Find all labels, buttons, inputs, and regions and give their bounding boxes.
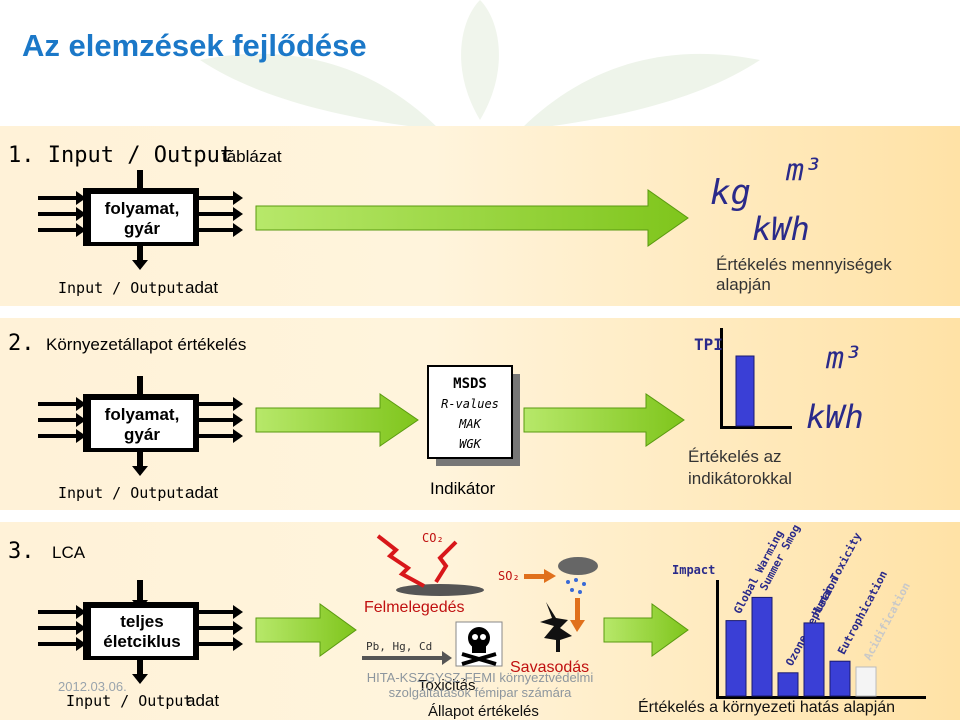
s2-num: 2. bbox=[8, 331, 35, 356]
s1-box-line2: gyár bbox=[124, 219, 160, 238]
section-input-output: 1. Input / Output táblázat folyamat, gyá… bbox=[0, 126, 960, 306]
s1-process-box: folyamat, gyár bbox=[83, 188, 199, 246]
section-lca: 3. LCA teljes életciklus Input / Output … bbox=[0, 522, 960, 720]
s3-box-line1: teljes bbox=[120, 612, 163, 631]
s2-io-suffix: adat bbox=[185, 483, 218, 502]
s3-bottom-arrow bbox=[132, 660, 148, 684]
s3-io-label: Input / Output bbox=[66, 692, 192, 710]
skull-icon bbox=[455, 621, 503, 667]
impact-bar bbox=[777, 672, 799, 697]
s2-eval-line2: indikátorokkal bbox=[688, 469, 792, 488]
page-title: Az elemzések fejlődése bbox=[22, 28, 367, 63]
s1-eval-line1: Értékelés mennyiségek bbox=[716, 255, 892, 274]
s2-input-arrows bbox=[38, 397, 86, 443]
s2-bottom-arrow bbox=[132, 452, 148, 476]
footer-caption-line1: HITA-KSZGYSZ-FEMI környeztvédelmi bbox=[366, 670, 594, 685]
watermark-leaf-logo bbox=[200, 0, 760, 130]
s2-unit-kwh: kWh bbox=[806, 398, 864, 436]
s3-so2: SO₂ bbox=[498, 569, 520, 583]
s1-heading: 1. Input / Output bbox=[8, 143, 233, 168]
s2-indicator-label: Indikátor bbox=[430, 479, 496, 498]
s2-eval-line1: Értékelés az bbox=[688, 447, 782, 466]
impact-bar bbox=[829, 660, 851, 697]
s2-box-line2: gyár bbox=[124, 425, 160, 444]
impact-axis-label: Impact bbox=[672, 563, 715, 577]
s3-output-arrows bbox=[199, 605, 243, 651]
impact-x-axis bbox=[716, 696, 926, 699]
s2-indicator-item: WGK bbox=[459, 437, 481, 451]
s3-co2: CO₂ bbox=[422, 531, 444, 545]
s1-box-line1: folyamat, bbox=[105, 199, 180, 218]
impact-bar bbox=[751, 596, 773, 697]
impact-bar bbox=[855, 666, 877, 697]
s3-green-arrow-left bbox=[255, 603, 357, 657]
s3-box-line2: életciklus bbox=[103, 632, 181, 651]
s3-num: 3. bbox=[8, 539, 35, 564]
s2-tpi-chart: TPI bbox=[694, 328, 792, 429]
s2-heading: Környezetállapot értékelés bbox=[46, 335, 246, 354]
footer-caption-line2: szolgáltatások fémipar számára bbox=[388, 685, 572, 700]
s1-unit-m3: m³ bbox=[785, 153, 822, 188]
s3-input-arrows bbox=[38, 605, 86, 651]
s2-io-label: Input / Output bbox=[58, 484, 184, 502]
s1-io-suffix: adat bbox=[185, 278, 218, 297]
s3-acid-label: Savasodás bbox=[510, 659, 589, 676]
s3-warming-illustration: CO₂ bbox=[376, 531, 484, 596]
s2-green-arrow-right bbox=[523, 393, 685, 447]
s2-indicator-sheet: MSDS R-values MAK WGK bbox=[427, 365, 520, 466]
s1-unit-kg: kg bbox=[710, 173, 751, 213]
s2-tpi-label: TPI bbox=[694, 335, 723, 354]
s2-tpi-bar bbox=[735, 355, 755, 427]
s1-table-label: táblázat bbox=[222, 147, 282, 166]
s2-indicator-item: MAK bbox=[458, 417, 481, 431]
s3-process-box: teljes életciklus bbox=[83, 602, 199, 660]
impact-y-axis bbox=[716, 580, 719, 696]
s3-toxic-arrow bbox=[362, 651, 452, 665]
footer-caption: HITA-KSZGYSZ-FEMI környeztvédelmi szolgá… bbox=[300, 670, 660, 700]
s1-input-arrows bbox=[38, 191, 86, 237]
impact-category-label: Human Toxicity bbox=[809, 530, 864, 618]
s3-toxic-label: Toxicitás bbox=[418, 677, 476, 694]
s2-process-box: folyamat, gyár bbox=[83, 394, 199, 452]
s3-io-suffix: adat bbox=[186, 691, 219, 710]
s2-indicator-item: MSDS bbox=[453, 376, 487, 392]
s3-acid-illustration: SO₂ bbox=[498, 557, 598, 652]
s3-heading: LCA bbox=[52, 543, 86, 562]
s3-green-arrow-right bbox=[603, 603, 689, 657]
s2-output-arrows bbox=[199, 397, 243, 443]
section-environment-state: 2. Környezetállapot értékelés folyamat, … bbox=[0, 318, 960, 510]
s3-warming-label: Felmelegedés bbox=[364, 599, 465, 616]
s1-eval-line2: alapján bbox=[716, 275, 771, 294]
s2-unit-m3: m³ bbox=[825, 341, 862, 376]
footer-date: 2012.03.06. bbox=[58, 679, 127, 694]
s2-indicator-item: R-values bbox=[441, 397, 499, 411]
impact-bar bbox=[803, 622, 825, 697]
s2-green-arrow-left bbox=[255, 393, 419, 447]
s1-unit-kwh: kWh bbox=[752, 210, 810, 248]
s1-bottom-arrow bbox=[132, 246, 148, 270]
s3-state-eval: Állapot értékelés bbox=[428, 703, 539, 720]
s3-metals: Pb, Hg, Cd bbox=[366, 640, 432, 653]
s3-eval-final: Értékelés a környezeti hatás alapján bbox=[638, 697, 895, 716]
s2-box-line1: folyamat, bbox=[105, 405, 180, 424]
s1-output-arrows bbox=[199, 191, 243, 237]
s1-green-arrow bbox=[255, 189, 689, 247]
s1-io-label: Input / Output bbox=[58, 279, 184, 297]
impact-bar bbox=[725, 620, 747, 697]
